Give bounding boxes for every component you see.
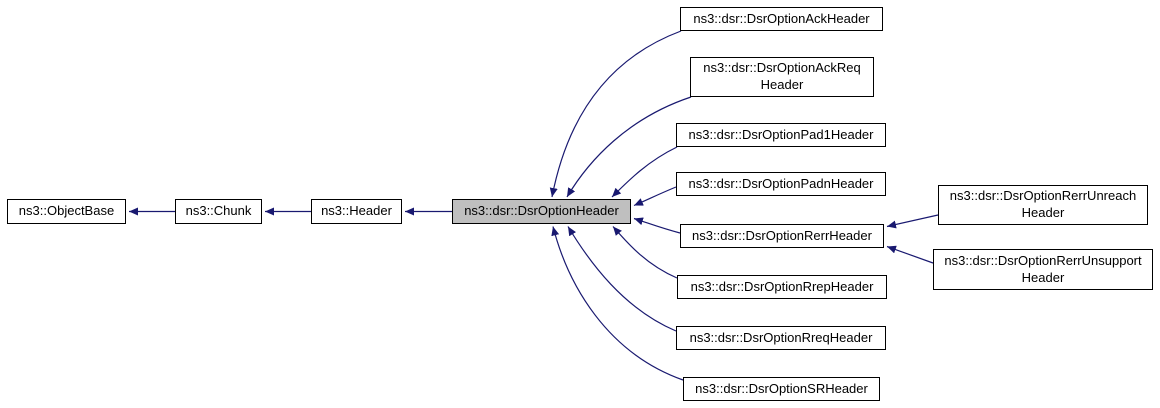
arrow-ack-to-dsroptionheader [549, 30, 682, 198]
class-name-label: ns3::dsr::DsrOptionAckHeader [693, 10, 870, 26]
class-node-dsr-option-ack-header[interactable]: ns3::dsr::DsrOptionAckHeader [680, 7, 883, 31]
class-name-label: ns3::dsr::DsrOptionPadnHeader [688, 175, 874, 191]
class-node-dsr-option-padn-header[interactable]: ns3::dsr::DsrOptionPadnHeader [676, 172, 886, 196]
class-node-dsr-option-header-current: ns3::dsr::DsrOptionHeader [452, 199, 631, 224]
class-name-label: ns3::Chunk [185, 203, 252, 219]
class-node-dsr-option-ack-req-header[interactable]: ns3::dsr::DsrOptionAckReq Header [690, 57, 874, 97]
class-name-label-line2: Header [760, 77, 804, 92]
class-name-label-line1: ns3::dsr::DsrOptionRerrUnreach [949, 188, 1137, 204]
class-name-label-line1: ns3::dsr::DsrOptionRerrUnsupport [944, 252, 1142, 268]
class-node-dsr-option-rreq-header[interactable]: ns3::dsr::DsrOptionRreqHeader [676, 326, 886, 350]
class-name-label: ns3::dsr::DsrOptionRreqHeader [689, 329, 873, 345]
class-name-label: ns3::dsr::DsrOptionRrepHeader [690, 278, 874, 294]
class-node-dsr-option-sr-header[interactable]: ns3::dsr::DsrOptionSRHeader [683, 377, 880, 401]
class-node-dsr-option-rerr-unsupport-header[interactable]: ns3::dsr::DsrOptionRerrUnsupport Header [933, 249, 1153, 290]
class-name-label-line1: ns3::dsr::DsrOptionAckReq [703, 60, 861, 76]
arrow-padn-to-dsroptionheader [633, 186, 677, 207]
class-name-label: ns3::Header [321, 203, 392, 219]
arrow-sr-to-dsroptionheader [551, 226, 684, 381]
arrow-ackreq-to-dsroptionheader [566, 96, 692, 198]
arrow-rrep-to-dsroptionheader [612, 226, 678, 279]
class-name-label-line2: Header [1021, 205, 1065, 220]
class-name-label: ns3::dsr::DsrOptionSRHeader [695, 380, 868, 396]
class-node-dsr-option-pad1-header[interactable]: ns3::dsr::DsrOptionPad1Header [676, 123, 886, 147]
class-name-label: ns3::dsr::DsrOptionHeader [464, 203, 619, 219]
class-name-label: ns3::dsr::DsrOptionPad1Header [688, 126, 874, 142]
arrow-rreq-to-dsroptionheader [567, 226, 677, 332]
class-node-ns3-chunk[interactable]: ns3::Chunk [175, 199, 262, 224]
class-node-dsr-option-rrep-header[interactable]: ns3::dsr::DsrOptionRrepHeader [677, 275, 887, 299]
arrow-rerrunsupport-to-rerr [886, 245, 934, 264]
class-name-label: ns3::dsr::DsrOptionRerrHeader [692, 227, 872, 243]
class-node-dsr-option-rerr-unreach-header[interactable]: ns3::dsr::DsrOptionRerrUnreach Header [938, 185, 1148, 225]
class-node-ns3-header[interactable]: ns3::Header [311, 199, 402, 224]
arrow-rerrunreach-to-rerr [886, 214, 939, 229]
arrow-pad1-to-dsroptionheader [611, 146, 678, 198]
arrow-rerr-to-dsroptionheader [633, 217, 681, 234]
class-name-label-line2: Header [1021, 269, 1065, 285]
class-node-dsr-option-rerr-header[interactable]: ns3::dsr::DsrOptionRerrHeader [680, 224, 884, 248]
class-name-label: ns3::ObjectBase [18, 203, 115, 219]
class-node-ns3-objectbase[interactable]: ns3::ObjectBase [7, 199, 126, 224]
